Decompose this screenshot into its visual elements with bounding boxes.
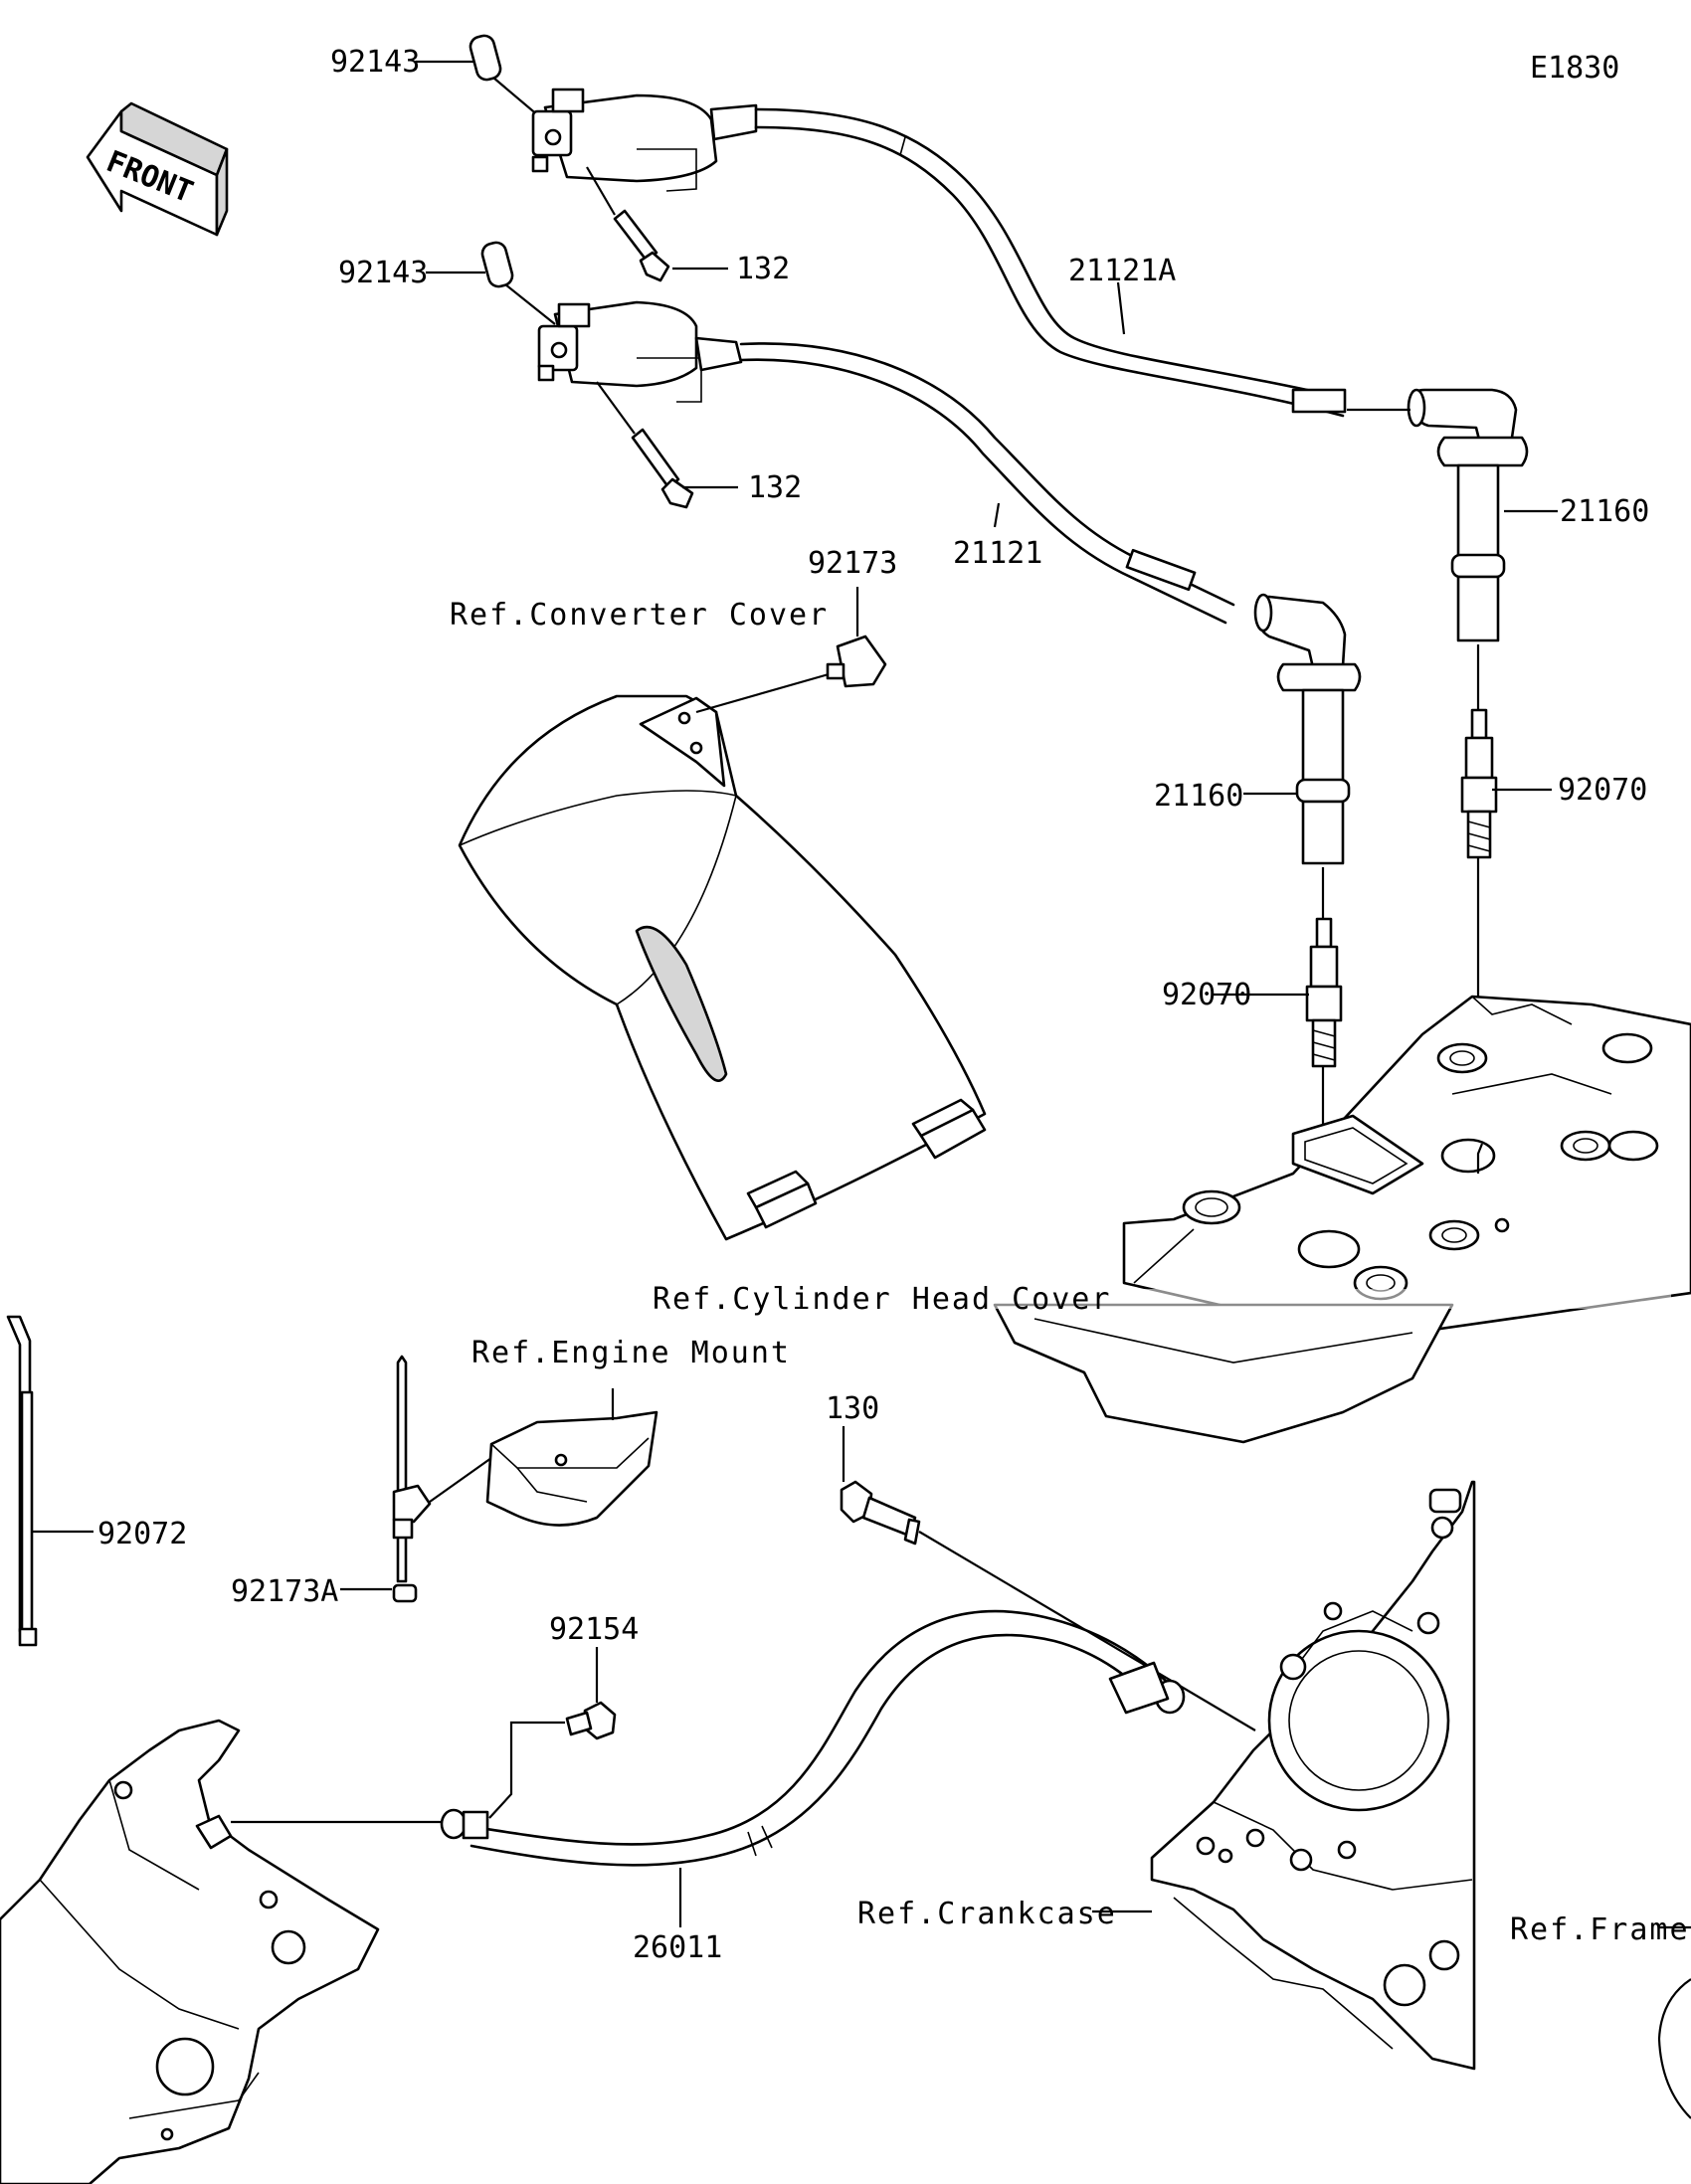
label-132-top: 132: [736, 252, 790, 286]
label-92173: 92173: [808, 546, 897, 581]
ref-crankcase: Ref.Crankcase: [857, 1897, 1117, 1931]
ground-lead-26011: [440, 1609, 1186, 1927]
label-130: 130: [826, 1391, 879, 1426]
ref-converter-cover: Ref.Converter Cover: [450, 598, 829, 633]
engine-mount: [485, 1388, 658, 1527]
frame-left: [0, 1719, 442, 2184]
label-92173A: 92173A: [231, 1574, 338, 1609]
label-132-mid: 132: [748, 470, 802, 505]
cable-tie-92072: [6, 1315, 94, 1647]
label-21160-right: 21160: [1560, 494, 1649, 529]
label-92154: 92154: [549, 1612, 639, 1647]
converter-cover: [458, 670, 987, 1241]
label-92072: 92072: [97, 1517, 187, 1551]
clamp-92173A: [340, 1355, 492, 1603]
label-92143-top: 92143: [330, 45, 420, 80]
bolt-92154: [488, 1647, 617, 1819]
label-92070-left: 92070: [1162, 978, 1251, 1012]
ref-frame: Ref.Frame: [1510, 1912, 1690, 1947]
bolt-130: [840, 1426, 1256, 1731]
label-21121: 21121: [953, 536, 1042, 571]
label-92143-mid: 92143: [338, 256, 428, 290]
label-26011: 26011: [633, 1930, 722, 1965]
ref-engine-mount: Ref.Engine Mount: [471, 1336, 791, 1370]
label-92070-right: 92070: [1558, 773, 1647, 808]
cylinder-head-cover: [993, 995, 1691, 1444]
crankcase: [1092, 1480, 1476, 2071]
plug-cap-left: [1253, 593, 1362, 865]
label-21121A: 21121A: [1068, 254, 1176, 288]
label-21160-left: 21160: [1154, 779, 1243, 814]
plug-cap-right: [1407, 388, 1529, 642]
ref-cylinder-head-cover: Ref.Cylinder Head Cover: [653, 1282, 1111, 1317]
ignition-coil-lower: [480, 241, 1235, 625]
clip-92173: [826, 587, 887, 688]
frame-right: [1657, 1925, 1691, 2119]
ignition-coil-upper: [469, 34, 1347, 418]
front-arrow-icon: FRONT: [86, 101, 229, 237]
diagram-code: E1830: [1530, 51, 1619, 86]
